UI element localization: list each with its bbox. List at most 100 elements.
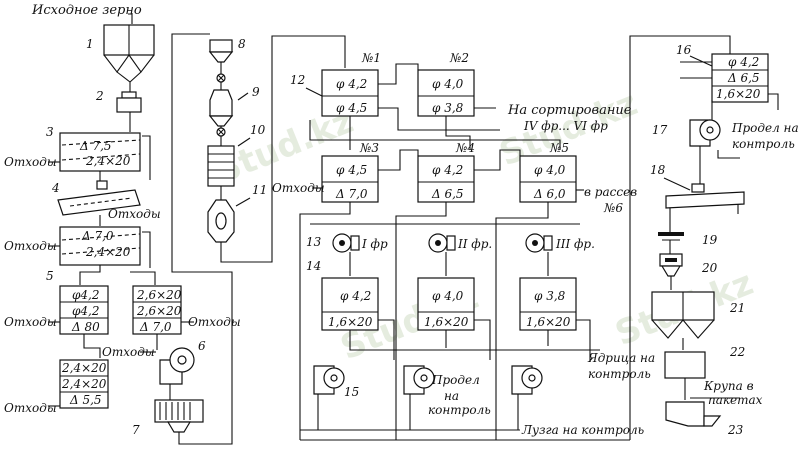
hopper-21 [651,291,715,339]
packer-22 [664,351,706,379]
sieve-n2a: φ 4,0 [432,77,464,91]
sieve-n3a: φ 4,5 [336,163,367,177]
input-arrow [128,13,133,24]
sieve-6a: 2,4×20 [61,361,107,375]
kernel-control-label-1: Ядрица на [587,351,655,365]
sieve-n5b: Δ 6,0 [533,187,566,201]
waste-label-5r: Отходы [188,315,241,329]
sieve-16a: φ 4,2 [728,55,759,69]
prodel-control-label-3: контроль [428,403,491,417]
aspirator-17 [689,119,721,147]
fractions-iv-vi-label: IV фр... VI фр [523,119,608,133]
prodel-control-right-label-2: контроль [732,137,795,151]
num-1: 1 [86,37,94,51]
sieve-14c-bottom: 1,6×20 [526,315,571,329]
sieve-5rb: 2,6×20 [136,304,182,318]
sieve-14b-top: φ 4,0 [432,289,464,303]
num-21: 21 [729,301,745,315]
sifter-16 [711,53,769,103]
fan-13b [428,233,456,253]
sieve-4b: 2,4×20 [85,245,131,259]
packed-label-2: пакетах [708,393,763,407]
scale-20 [659,253,683,277]
sieve-16b: Δ 6,5 [727,71,760,85]
sieve-n4a: φ 4,2 [432,163,463,177]
sieve-5rc: Δ 7,0 [139,320,172,334]
waste-label-mid: Отходы [102,345,155,359]
num-10: 10 [250,123,266,137]
sieve-5c: Δ 80 [71,320,100,334]
sieve-n1a: φ 4,2 [336,77,367,91]
waste-label-5: Отходы [4,315,57,329]
watermark: Stud.kz Stud.kz Stud.kz Stud.kz [210,83,759,368]
huller-7 [154,399,204,433]
sieve-n5a: φ 4,0 [534,163,566,177]
num-11: 11 [252,183,267,197]
num-9: 9 [252,85,260,99]
sifter-n5 [519,155,577,203]
sieve-n1b: φ 4,5 [336,101,367,115]
sieve-14b-bottom: 1,6×20 [424,315,469,329]
sieve-5b: φ4,2 [72,304,100,318]
num-18: 18 [650,163,666,177]
sifter-5-right [132,285,182,335]
num-5: 5 [46,269,54,283]
sifter-n2 [417,69,475,117]
fraction-1-label: I фр [361,237,388,251]
destoner-4 [57,180,141,216]
num-15: 15 [344,385,359,399]
sieve-n4b: Δ 6,5 [431,187,464,201]
sieve-n2b: φ 3,8 [432,101,464,115]
magnet-19 [658,232,684,241]
aspirator-15a [313,365,345,395]
sieve-16c: 1,6×20 [716,87,761,101]
waste-label-3b: Отходы [4,239,57,253]
num-17: 17 [652,123,668,137]
sieve-14a-top: φ 4,2 [340,289,371,303]
sifter-14b [417,277,475,331]
aspirator-15b [403,365,435,395]
input-grain-label: Исходное зерно [31,3,142,18]
valve-9 [216,127,226,137]
sieve-6b: 2,4×20 [61,377,107,391]
num-22: 22 [729,345,745,359]
fan-13a [332,233,360,253]
waste-label-n3: Отходы [272,181,325,195]
sifter-n2-label: №2 [449,51,469,65]
waste-label-6: Отходы [4,401,57,415]
cooler-11 [207,199,235,243]
prodel-control-right-label-1: Продел на [731,121,799,135]
sieve-n3b: Δ 7,0 [335,187,368,201]
steamer-9 [208,89,234,127]
sieve-14c-top: φ 3,8 [534,289,566,303]
num-20: 20 [701,261,718,275]
num-3: 3 [46,125,54,139]
bag-23 [665,401,722,427]
num-12: 12 [290,73,305,87]
sieve-3b: 2,4×20 [85,154,131,168]
num-8: 8 [238,37,246,51]
fraction-3-label: III фр. [555,237,595,251]
sieve-5ra: 2,6×20 [136,288,182,302]
fan-13c [525,233,553,253]
sifter-6 [59,359,109,409]
num-16: 16 [676,43,692,57]
to-sifter-label: в рассев [584,185,637,199]
husk-control-label: Лузга на контроль [521,423,644,437]
to-sorting-label: На сортирование [507,103,632,118]
weigher-18 [665,183,745,216]
num-23: 23 [727,423,744,437]
sifter-no6-label: №6 [603,201,623,215]
scale-2 [116,91,142,113]
num-19: 19 [702,233,718,247]
sieve-5a: φ4,2 [72,288,100,302]
num-14: 14 [306,259,321,273]
num-6: 6 [198,339,206,353]
hopper-1 [103,24,155,73]
prodel-control-label-1: Продел [431,373,480,387]
sieve-4a: Δ 7,0 [81,229,114,243]
fraction-2-label: II фр. [457,237,492,251]
waste-label-3: Отходы [4,155,57,169]
sifter-n5-label: №5 [549,141,569,155]
